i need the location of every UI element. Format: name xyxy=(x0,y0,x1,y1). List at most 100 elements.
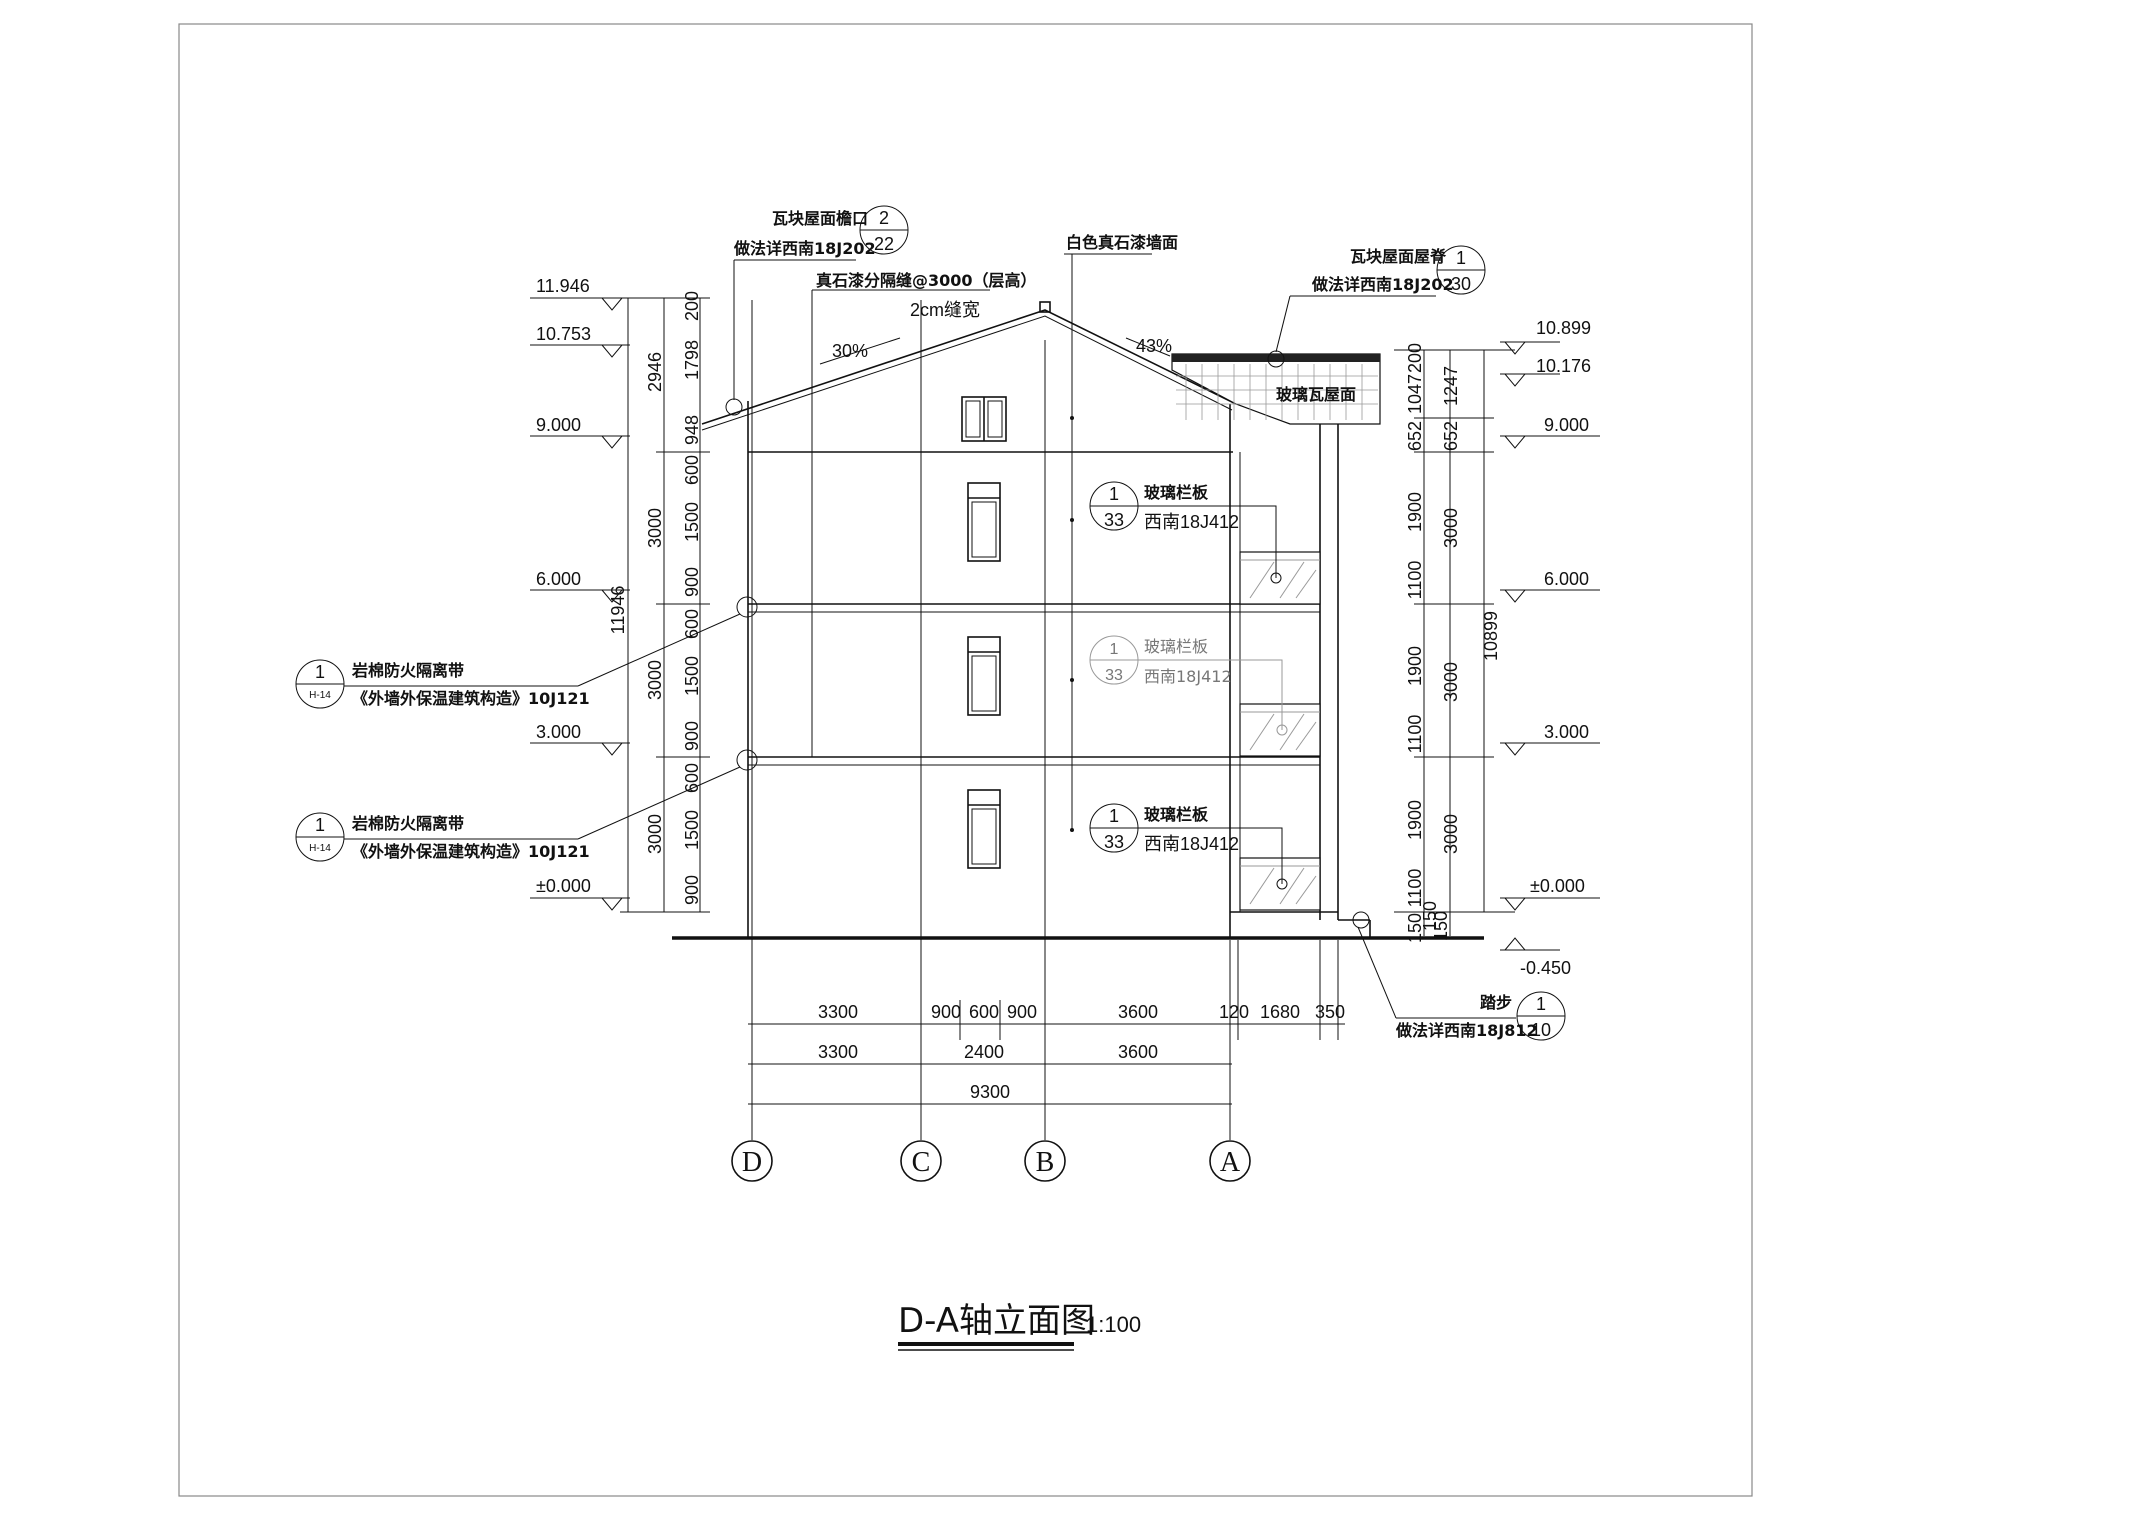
balcony-rails xyxy=(1239,551,1321,911)
dim-right-inner-3: 1900 xyxy=(1405,492,1425,532)
svg-text:22: 22 xyxy=(874,234,894,254)
dim-left-inner-3: 600 xyxy=(682,455,702,485)
dim-left-inner-7: 1500 xyxy=(682,656,702,696)
dim-right-outer-1: 652 xyxy=(1441,421,1461,451)
glass-roof-edge xyxy=(1172,354,1380,362)
axis-bubble-c xyxy=(900,1140,942,1182)
callout-eave: 瓦块屋面檐口 做法详西南18J202 2 22 xyxy=(725,205,909,416)
svg-text:做法详西南18J202: 做法详西南18J202 xyxy=(733,239,876,258)
level-left-5: ±0.000 xyxy=(536,876,591,896)
dim-right-inner-4: 1100 xyxy=(1405,561,1425,600)
dim-right-inner-8: 1100 xyxy=(1405,869,1425,908)
svg-text:岩棉防火隔离带: 岩棉防火隔离带 xyxy=(351,814,464,833)
svg-text:H-14: H-14 xyxy=(309,690,331,701)
level-left-1: 10.753 xyxy=(536,324,591,344)
dim-right-outer-2: 3000 xyxy=(1441,508,1461,548)
dim-bottom-r2-2: 3600 xyxy=(1118,1042,1158,1062)
glass-rail-top xyxy=(1239,551,1321,605)
level-right-0: 10.899 xyxy=(1536,318,1591,338)
svg-text:真石漆分隔缝@3000（层高）: 真石漆分隔缝@3000（层高） xyxy=(816,271,1037,290)
svg-text:西南18J412: 西南18J412 xyxy=(1144,667,1232,686)
dims-left: 2946 3000 3000 3000 11946 200 1798 948 6… xyxy=(608,291,710,913)
svg-text:H-14: H-14 xyxy=(309,843,331,854)
glass-roof-hatch xyxy=(1176,364,1378,420)
dim-right-outer-0: 1247 xyxy=(1441,366,1461,406)
callout-rail-mid: 1 33 玻璃栏板 西南18J412 xyxy=(1089,635,1288,736)
dim-left-inner-8: 900 xyxy=(682,721,702,751)
svg-text:10: 10 xyxy=(1531,1020,1551,1040)
sheet-frame xyxy=(178,23,1753,1497)
dim-bottom-r2-1: 2400 xyxy=(964,1042,1004,1062)
svg-text:1: 1 xyxy=(1536,994,1546,1014)
slope-right: 43% xyxy=(1136,336,1172,356)
glass-rail-bot xyxy=(1239,857,1321,911)
dim-right-inner-0: 200 xyxy=(1405,343,1425,373)
callout-rail-top: 1 33 玻璃栏板 西南18J412 xyxy=(1089,481,1282,584)
level-right-4: 3.000 xyxy=(1544,722,1589,742)
dim-left-outer-1: 3000 xyxy=(645,508,665,548)
dim-left-outer-0: 2946 xyxy=(645,352,665,392)
svg-text:白色真石漆墙面: 白色真石漆墙面 xyxy=(1066,233,1178,252)
windows xyxy=(961,396,1007,869)
svg-text:1: 1 xyxy=(315,815,325,835)
dim-bottom-r2-0: 3300 xyxy=(818,1042,858,1062)
level-right-5: ±0.000 xyxy=(1530,876,1585,896)
svg-text:33: 33 xyxy=(1104,510,1124,530)
dims-right: 200 1047 652 1900 1100 1900 1100 1900 11… xyxy=(1394,343,1515,943)
axis-label-a: A xyxy=(1220,1147,1241,1178)
dim-bottom-r1-1: 900 xyxy=(931,1002,961,1022)
dim-left-inner-6: 600 xyxy=(682,609,702,639)
callout-joint: 真石漆分隔缝@3000（层高） 2cm缝宽 xyxy=(811,271,1037,757)
roof-chimney xyxy=(1039,301,1051,313)
svg-text:33: 33 xyxy=(1104,832,1124,852)
svg-text:《外墙外保温建筑构造》10J121: 《外墙外保温建筑构造》10J121 xyxy=(352,689,590,708)
slope-left: 30% xyxy=(832,341,868,361)
dim-left-inner-5: 900 xyxy=(682,567,702,597)
dim-bottom-r1-0: 3300 xyxy=(818,1002,858,1022)
svg-text:做法详西南18J812: 做法详西南18J812 xyxy=(1395,1021,1538,1040)
dim-left-inner-10: 1500 xyxy=(682,810,702,850)
svg-text:2: 2 xyxy=(879,208,889,228)
dim-right-inner-7: 1900 xyxy=(1405,800,1425,840)
axis-bubble-a xyxy=(1209,1140,1251,1182)
axis-label-c: C xyxy=(912,1147,931,1178)
svg-text:1: 1 xyxy=(315,662,325,682)
axis-label-d: D xyxy=(742,1147,762,1178)
dim-left-inner-9: 600 xyxy=(682,763,702,793)
window-floor1 xyxy=(967,789,1001,869)
svg-text:2cm缝宽: 2cm缝宽 xyxy=(910,300,980,320)
dim-right-outer-4: 3000 xyxy=(1441,814,1461,854)
svg-text:西南18J412: 西南18J412 xyxy=(1144,512,1239,532)
axis-bubble-d xyxy=(731,1140,773,1182)
svg-text:瓦块屋面屋脊: 瓦块屋面屋脊 xyxy=(1350,247,1447,266)
dim-bottom-r1-3: 900 xyxy=(1007,1002,1037,1022)
level-right-6: -0.450 xyxy=(1520,958,1571,978)
dim-right-inner-10: 150 xyxy=(1405,913,1425,943)
building-outline xyxy=(672,301,1484,940)
dim-right-inner-1: 1047 xyxy=(1405,374,1425,414)
dim-bottom-total: 9300 xyxy=(970,1082,1010,1102)
svg-text:玻璃栏板: 玻璃栏板 xyxy=(1144,483,1209,502)
callout-rail-bot: 1 33 玻璃栏板 西南18J412 xyxy=(1089,803,1288,890)
dim-bottom-r1-6: 1680 xyxy=(1260,1002,1300,1022)
drawing-title: D-A轴立面图 xyxy=(898,1301,1095,1341)
axis-bubble-b xyxy=(1024,1140,1066,1182)
svg-text:1: 1 xyxy=(1110,641,1119,658)
svg-text:西南18J412: 西南18J412 xyxy=(1144,834,1239,854)
level-left-4: 3.000 xyxy=(536,722,581,742)
dim-left-outer-3: 3000 xyxy=(645,814,665,854)
dims-bottom: 3300 900 600 900 3600 120 1680 350 3300 … xyxy=(748,1002,1345,1105)
level-left-2: 9.000 xyxy=(536,415,581,435)
dim-right-inner-2: 652 xyxy=(1405,421,1425,451)
level-left-3: 6.000 xyxy=(536,569,581,589)
dim-bottom-r1-7: 350 xyxy=(1315,1002,1345,1022)
svg-text:玻璃栏板: 玻璃栏板 xyxy=(1144,805,1209,824)
dim-left-inner-4: 1500 xyxy=(682,502,702,542)
svg-text:玻璃栏板: 玻璃栏板 xyxy=(1144,637,1208,656)
level-right-1: 10.176 xyxy=(1536,356,1591,376)
drawing-scale: 1:100 xyxy=(1086,1312,1141,1337)
svg-text:33: 33 xyxy=(1105,667,1123,684)
dim-right-inner-5: 1900 xyxy=(1405,646,1425,686)
svg-text:1: 1 xyxy=(1109,806,1119,826)
dim-right-inner-11: 150 xyxy=(1431,911,1451,941)
